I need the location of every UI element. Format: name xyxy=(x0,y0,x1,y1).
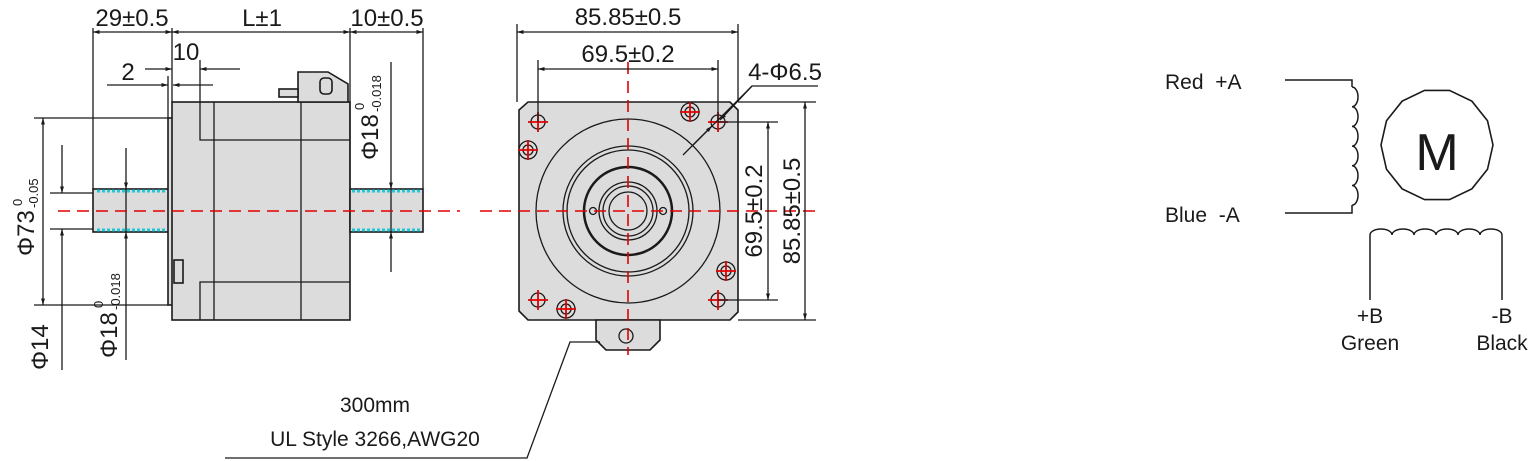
cable-leader xyxy=(225,341,600,459)
dim-height: 85.85±0.5 xyxy=(779,158,806,265)
dim-flange: 2 xyxy=(121,59,134,86)
dim-shaft-rear: Φ18 xyxy=(357,114,384,160)
label-blue-a-minus: Blue -A xyxy=(1165,204,1240,227)
dim-shaft-front: Φ18 xyxy=(96,312,123,358)
front-view: 85.85±0.5 69.5±0.2 4-Φ6.5 69.5±0.2 85.85… xyxy=(480,4,822,355)
dim-body-length: L±1 xyxy=(242,5,282,32)
dim-shaft-front-tol-upper: 0 xyxy=(91,301,106,308)
dim-width: 85.85±0.5 xyxy=(575,4,682,31)
motor-symbol xyxy=(1380,89,1494,201)
dim-hole-spacing-v: 69.5±0.2 xyxy=(741,164,768,257)
dim-hole-spacing: 69.5±0.2 xyxy=(581,41,674,68)
label-black: Black xyxy=(1476,332,1528,355)
label-red-a-plus: Red +A xyxy=(1165,71,1241,94)
dim-front-shaft: 29±0.5 xyxy=(95,5,168,32)
dim-shaft-front-tol-lower: -0.018 xyxy=(108,273,123,310)
dim-shaft-rear-tol-lower: -0.018 xyxy=(369,75,384,112)
wiring-diagram: Red +A Blue -A M +B Green -B Black xyxy=(1165,71,1528,355)
motor-label: M xyxy=(1415,124,1458,182)
nameplate-slot xyxy=(173,259,184,284)
label-b-minus: -B xyxy=(1492,305,1513,328)
dim-pilot: Φ73 xyxy=(13,210,40,256)
cable-spec: UL Style 3266,AWG20 xyxy=(270,428,480,451)
side-view: 29±0.5 L±1 10±0.5 10 2 Φ73 0 -0.05 Φ14 Φ… xyxy=(10,5,460,370)
front-flange xyxy=(518,101,739,321)
dim-pilot-tol-upper: 0 xyxy=(10,199,25,206)
dim-pilot-tol-lower: -0.05 xyxy=(26,178,41,208)
dim-holes: 4-Φ6.5 xyxy=(748,59,822,86)
cable-length: 300mm xyxy=(340,394,410,417)
dim-shaft-rear-tol-upper: 0 xyxy=(352,103,367,110)
dim-flat: Φ14 xyxy=(27,324,54,370)
label-b-plus: +B xyxy=(1357,305,1383,328)
label-green: Green xyxy=(1341,332,1399,355)
dim-rear-shaft: 10±0.5 xyxy=(350,5,423,32)
dim-boss: 10 xyxy=(173,39,200,66)
